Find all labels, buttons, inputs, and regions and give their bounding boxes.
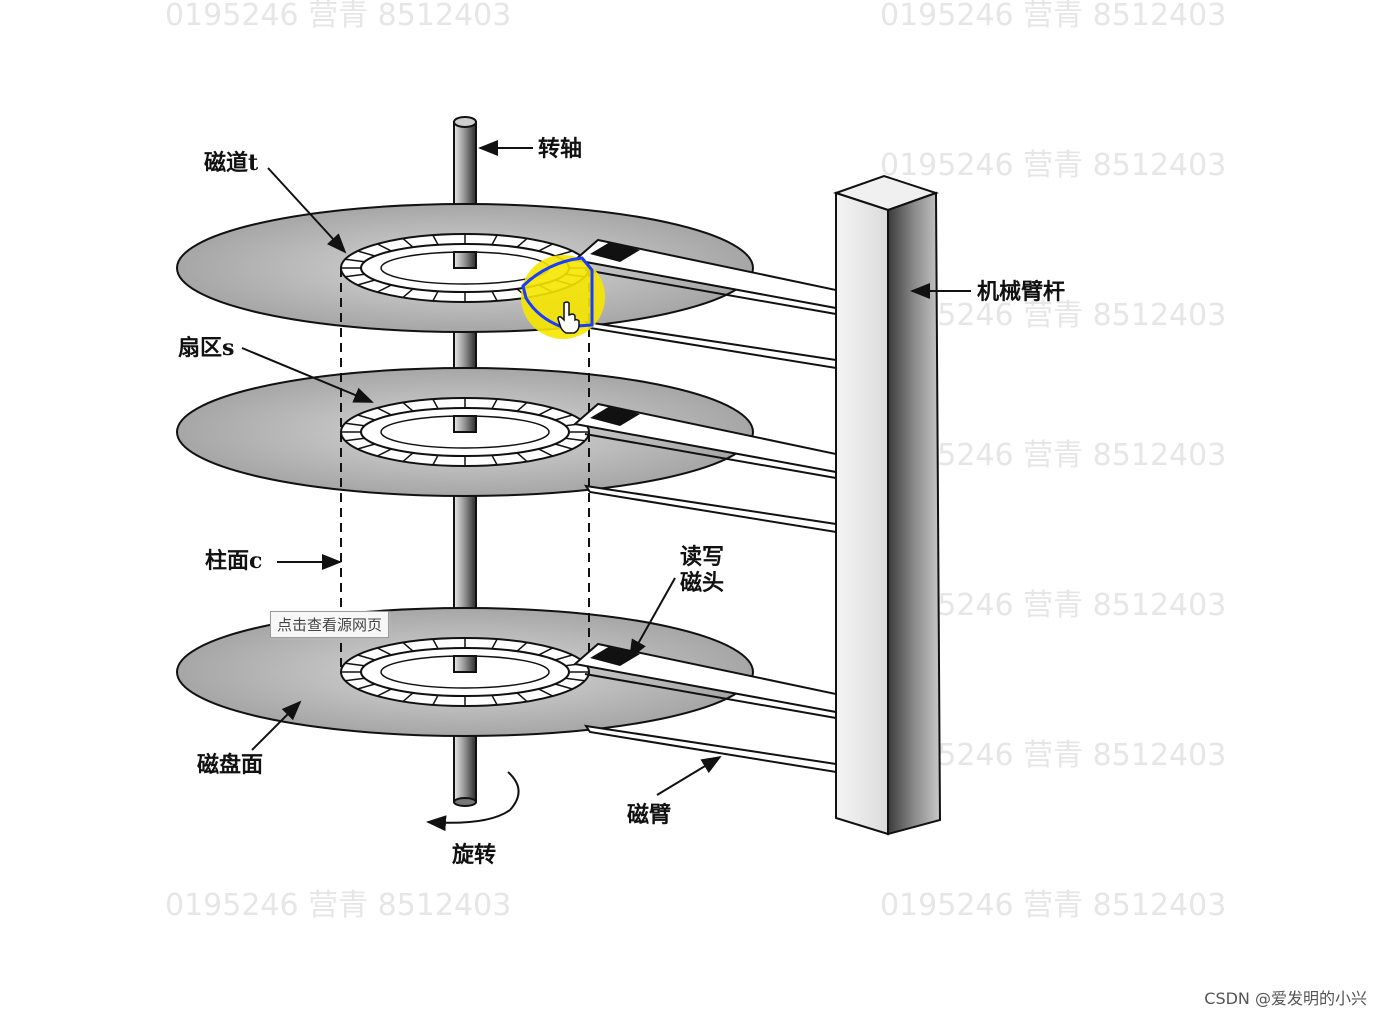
sector-highlight [521, 255, 605, 339]
label-track: 磁道t [204, 150, 259, 176]
svg-text:0195246 营青 8512403: 0195246 营青 8512403 [880, 148, 1226, 183]
view-source-tooltip[interactable]: 点击查看源网页 [270, 611, 390, 638]
read-write-head [590, 646, 640, 666]
arm-bar [832, 174, 942, 836]
svg-text:0195246 营青 8512403: 0195246 营青 8512403 [880, 888, 1226, 923]
read-write-head [590, 242, 640, 262]
label-sector: 扇区s [178, 335, 234, 361]
svg-text:0195246 营青 8512403: 0195246 营青 8512403 [165, 888, 511, 923]
svg-text:0195246 营青 8512403: 0195246 营青 8512403 [165, 0, 511, 33]
label-arm-bar: 机械臂杆 [977, 279, 1065, 305]
label-platter-surface: 磁盘面 [197, 752, 263, 778]
label-spindle: 转轴 [538, 136, 582, 162]
rotation-arrow [426, 771, 520, 832]
label-rotation: 旋转 [452, 842, 496, 868]
leader-lines [241, 140, 971, 796]
hand-pointer-icon [557, 301, 580, 334]
cylinder-lines [340, 268, 590, 668]
platter [176, 203, 754, 333]
svg-text:0195246 营青 8512403: 0195246 营青 8512403 [880, 0, 1226, 33]
platter [176, 607, 754, 737]
label-rw-head-1: 读写 [680, 544, 724, 570]
read-write-head [590, 406, 640, 426]
platter [176, 367, 754, 497]
label-arm: 磁臂 [627, 802, 671, 828]
credit-text: CSDN @爱发明的小兴 [1204, 989, 1367, 1008]
label-rw-head-2: 磁头 [680, 570, 724, 596]
label-cylinder: 柱面c [205, 548, 262, 574]
